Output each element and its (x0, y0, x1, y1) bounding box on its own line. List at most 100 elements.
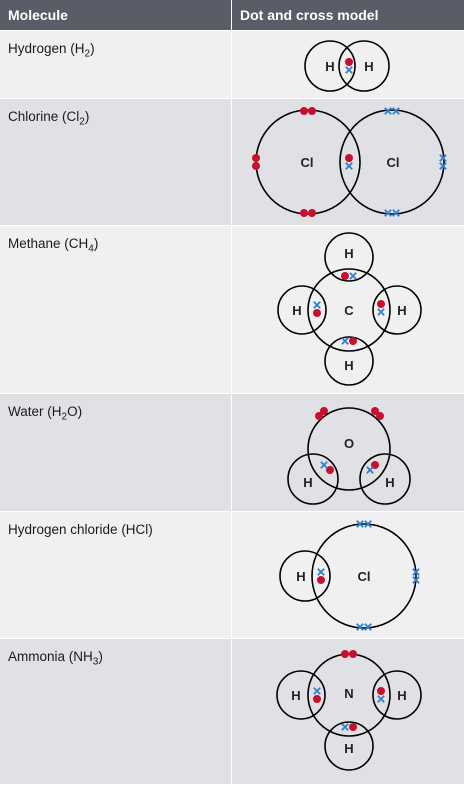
atom-label: H (344, 358, 353, 373)
molecule-name: Chlorine (Cl2) (0, 99, 232, 225)
table-row-chlorine: Chlorine (Cl2) Cl Cl (0, 98, 464, 225)
electron-dots (345, 58, 353, 66)
table-row-ammonia: Ammonia (NH3) H N H H (0, 638, 464, 784)
atom-label: H (296, 569, 305, 584)
atom-label: H (292, 303, 301, 318)
atom-shell (307, 407, 391, 491)
atom-shell (359, 453, 411, 505)
atom-shell (279, 550, 331, 602)
electron-crosses (345, 107, 447, 217)
electron-dot (313, 309, 321, 317)
atom-label: H (385, 475, 394, 490)
table-row-water: Water (H2O) O H H (0, 393, 464, 511)
electron-cross (320, 461, 328, 469)
molecule-name-subscript: 2 (79, 116, 85, 128)
atom-label: H (397, 688, 406, 703)
electron-cross (439, 154, 447, 162)
chlorine-diagram: Cl Cl (252, 107, 447, 217)
atom-shell (307, 268, 391, 352)
electron-cross (384, 107, 392, 115)
molecule-name-tail: ) (93, 236, 99, 251)
molecule-name: Hydrogen chloride (HCl) (0, 512, 232, 638)
atom-shell (372, 670, 422, 720)
electron-cross (364, 623, 372, 631)
electron-cross (439, 162, 447, 170)
table-row-hydrogen-chloride: Hydrogen chloride (HCl) H Cl (0, 511, 464, 638)
electron-crosses (313, 687, 385, 731)
atom-shell (324, 721, 374, 771)
electron-dot (308, 107, 316, 115)
electron-cross (366, 466, 374, 474)
atom-shell (311, 523, 417, 629)
atom-label: C (344, 303, 354, 318)
table-row-hydrogen: Hydrogen (H2) H H (0, 30, 464, 98)
electron-dot (315, 412, 323, 420)
atom-label: Cl (387, 155, 400, 170)
electron-dot (300, 209, 308, 217)
atom-shell (304, 40, 356, 92)
electron-dot (377, 300, 385, 308)
electron-cross (356, 520, 364, 528)
electron-cross (341, 723, 349, 731)
electron-cross (392, 209, 400, 217)
electron-dot (300, 107, 308, 115)
electron-crosses (345, 66, 353, 74)
molecule-name-subscript: 2 (61, 411, 68, 423)
molecule-name-text: Hydrogen chloride (HCl) (8, 522, 153, 537)
electron-dot (341, 650, 349, 658)
electron-dot (345, 58, 353, 66)
electron-dots (252, 107, 353, 217)
electron-cross (364, 520, 372, 528)
electron-cross (377, 695, 385, 703)
electron-dot (308, 209, 316, 217)
molecule-name-text: Chlorine (Cl (8, 109, 80, 124)
water-diagram: O H H (287, 407, 411, 505)
ammonia-diagram: H N H H (276, 650, 422, 771)
electron-dot (349, 723, 357, 731)
molecule-name-subscript: 3 (92, 656, 99, 668)
molecule-name-text: Water (H (8, 404, 62, 419)
electron-cross (377, 308, 385, 316)
atom-shell (276, 670, 326, 720)
electron-cross (356, 623, 364, 631)
table-header: Molecule Dot and cross model (0, 0, 464, 30)
header-molecule: Molecule (0, 0, 232, 30)
atom-label: O (344, 436, 354, 451)
atom-label: N (344, 686, 353, 701)
atom-shell (287, 453, 339, 505)
electron-cross (345, 66, 353, 74)
molecule-name: Hydrogen (H2) (0, 31, 232, 98)
atom-label: H (364, 59, 373, 74)
atom-label: H (397, 303, 406, 318)
electron-cross (313, 687, 321, 695)
electron-dots (315, 407, 384, 474)
molecule-name-subscript: 2 (84, 48, 91, 60)
electron-cross (349, 272, 357, 280)
atom-shell (277, 285, 327, 335)
electron-cross (345, 162, 353, 170)
atom-shell (324, 336, 374, 386)
atom-shell (324, 232, 374, 282)
molecule-name-text: Ammonia (NH (8, 649, 93, 664)
electron-cross (392, 107, 400, 115)
atom-shell (339, 109, 445, 215)
molecule-name-tail: ) (84, 109, 90, 124)
atom-label: Cl (301, 155, 314, 170)
header-dot-cross-model: Dot and cross model (240, 7, 379, 23)
electron-dot (345, 154, 353, 162)
electron-dot (320, 407, 328, 415)
electron-dot (349, 650, 357, 658)
electron-dot (317, 576, 325, 584)
molecule-name-text: Methane (CH (8, 236, 89, 251)
molecule-name: Water (H2O) (0, 394, 232, 511)
molecule-name-tail: ) (98, 649, 103, 664)
atom-label: Cl (358, 569, 371, 584)
molecule-name-text: Hydrogen (H (8, 41, 85, 56)
electron-crosses (320, 461, 374, 474)
electron-dot (326, 466, 334, 474)
hydrogen-diagram: H H (304, 40, 390, 92)
electron-dot (376, 412, 384, 420)
methane-diagram: H H C H H (277, 232, 422, 386)
atom-label: H (325, 59, 334, 74)
